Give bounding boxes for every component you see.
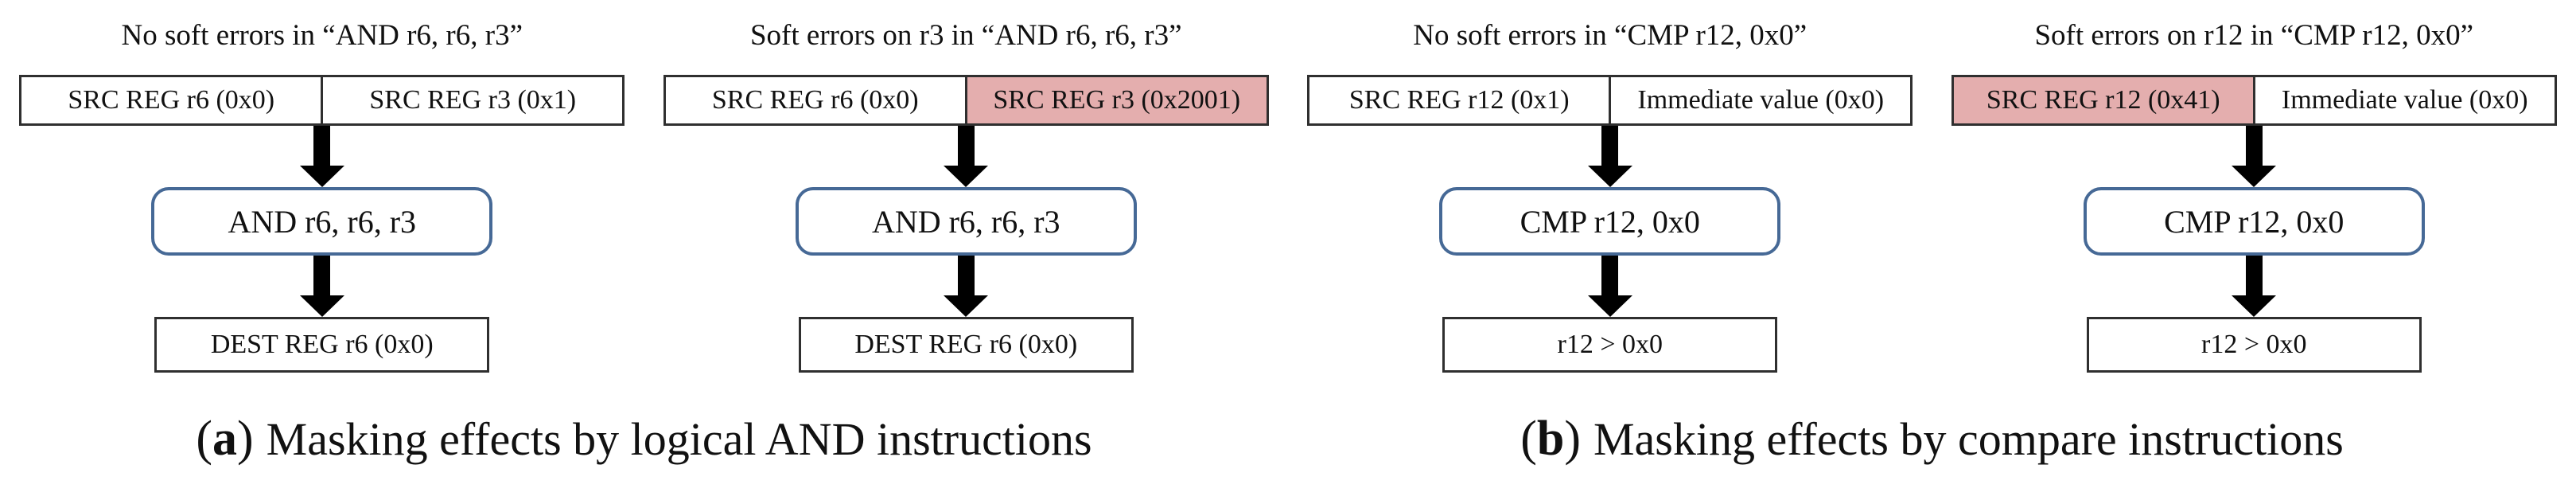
result-box: r12 > 0x0	[1442, 317, 1778, 373]
source-operands-row: SRC REG r12 (0x41) Immediate value (0x0)	[1951, 75, 2557, 126]
operand-cell: SRC REG r3 (0x1)	[321, 77, 623, 123]
panel-title: Soft errors on r3 in “AND r6, r6, r3”	[749, 19, 1182, 52]
operand-cell-faulted: SRC REG r12 (0x41)	[1953, 77, 2253, 123]
operand-cell: Immediate value (0x0)	[1609, 77, 1911, 123]
arrow-down-icon	[1587, 126, 1632, 187]
panel-title: No soft errors in “CMP r12, 0x0”	[1413, 19, 1807, 52]
source-operands-row: SRC REG r12 (0x1) Immediate value (0x0)	[1307, 75, 1913, 126]
arrow-down-icon	[299, 126, 344, 187]
caption-text: Masking effects by compare instructions	[1593, 412, 2344, 465]
instruction-box: AND r6, r6, r3	[795, 187, 1137, 256]
operand-cell: SRC REG r6 (0x0)	[21, 77, 321, 123]
instruction-box: CMP r12, 0x0	[2083, 187, 2425, 256]
caption-b: (b)Masking effects by compare instructio…	[1288, 411, 2576, 467]
operand-cell: Immediate value (0x0)	[2252, 77, 2555, 123]
arrow-down-icon	[2232, 126, 2277, 187]
caption-marker: (a)	[196, 411, 254, 466]
panel-cmp-no-error: No soft errors in “CMP r12, 0x0” SRC REG…	[1288, 18, 1932, 377]
instruction-box: CMP r12, 0x0	[1439, 187, 1781, 256]
source-operands-row: SRC REG r6 (0x0) SRC REG r3 (0x2001)	[663, 75, 1269, 126]
operand-cell: SRC REG r6 (0x0)	[665, 77, 965, 123]
source-operands-row: SRC REG r6 (0x0) SRC REG r3 (0x1)	[19, 75, 625, 126]
result-box: DEST REG r6 (0x0)	[798, 317, 1134, 373]
arrow-down-icon	[944, 126, 989, 187]
result-box: DEST REG r6 (0x0)	[154, 317, 490, 373]
arrow-down-icon	[299, 256, 344, 317]
diagram-panels: No soft errors in “AND r6, r6, r3” SRC R…	[0, 18, 2576, 377]
panel-title: Soft errors on r12 in “CMP r12, 0x0”	[2034, 19, 2473, 52]
figure-captions: (a)Masking effects by logical AND instru…	[0, 377, 2576, 500]
caption-a: (a)Masking effects by logical AND instru…	[0, 411, 1288, 467]
panel-and-soft-error: Soft errors on r3 in “AND r6, r6, r3” SR…	[644, 18, 1289, 377]
caption-marker: (b)	[1520, 411, 1581, 466]
arrow-down-icon	[1587, 256, 1632, 317]
arrow-down-icon	[2232, 256, 2277, 317]
caption-text: Masking effects by logical AND instructi…	[266, 412, 1092, 465]
result-box: r12 > 0x0	[2086, 317, 2422, 373]
panel-and-no-error: No soft errors in “AND r6, r6, r3” SRC R…	[0, 18, 644, 377]
arrow-down-icon	[944, 256, 989, 317]
panel-cmp-soft-error: Soft errors on r12 in “CMP r12, 0x0” SRC…	[1932, 18, 2576, 377]
operand-cell-faulted: SRC REG r3 (0x2001)	[964, 77, 1267, 123]
panel-title: No soft errors in “AND r6, r6, r3”	[121, 19, 523, 52]
operand-cell: SRC REG r12 (0x1)	[1309, 77, 1609, 123]
instruction-box: AND r6, r6, r3	[151, 187, 493, 256]
